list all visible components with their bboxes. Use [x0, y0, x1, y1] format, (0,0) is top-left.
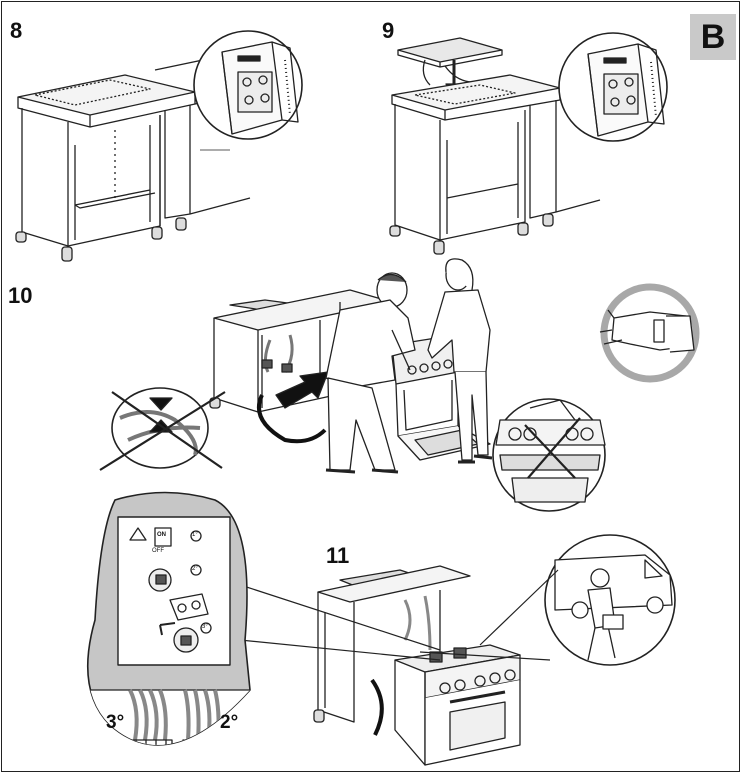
- cabinet-step11: [313, 565, 471, 723]
- step-number-10: 10: [8, 283, 33, 308]
- section-badge: B: [690, 14, 736, 60]
- step-number-11: 11: [326, 543, 350, 568]
- glove-icon: [599, 309, 695, 353]
- switch-off-label: OFF: [152, 548, 164, 554]
- booklet-zoom-step9: [558, 32, 668, 142]
- oven-step11: [370, 644, 521, 766]
- woman-figure: [427, 258, 493, 464]
- terminal-label-right: 2°: [220, 712, 239, 733]
- service-zoom: [419, 534, 676, 666]
- cabinet-step9: [389, 37, 601, 255]
- glove-badge: [599, 283, 700, 383]
- cross-icon: [524, 417, 581, 479]
- step-number-8: 8: [10, 18, 23, 43]
- fig-label-2: 2°: [192, 566, 198, 572]
- van-icon: [554, 554, 673, 619]
- cross-icon: [99, 391, 226, 471]
- booklet-icon: [237, 71, 273, 113]
- technician-figure: [587, 568, 624, 661]
- fig-label-3: 3°: [202, 624, 208, 630]
- warning-icon: [129, 527, 147, 541]
- cable-zoom-wrong: [99, 387, 226, 471]
- door-zoom-wrong: [492, 398, 606, 512]
- step-number-9: 9: [382, 18, 395, 43]
- cabinet-step10: [209, 289, 393, 413]
- switch-on-label: ON: [157, 532, 166, 538]
- arrow-icon: [256, 371, 329, 444]
- terminal-label-left: 3°: [106, 712, 125, 733]
- booklet-icon: [603, 73, 639, 115]
- wiring-zoom-panel: [86, 491, 251, 746]
- booklet-zoom-step8: [193, 30, 303, 140]
- man-figure: [325, 272, 416, 474]
- fig-label-1: 1°: [192, 532, 198, 538]
